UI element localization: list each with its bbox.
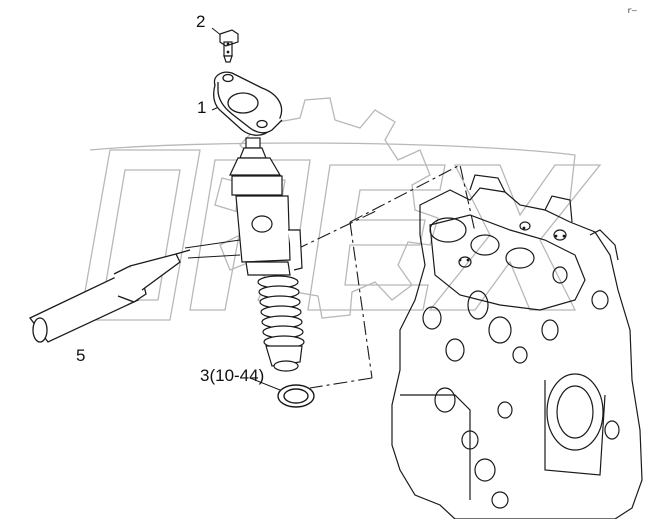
part-2-bolt: [219, 29, 239, 63]
opex-watermark-logo: [79, 97, 602, 321]
part-1-clamp: [213, 71, 283, 136]
part-3-seal-washer: [277, 384, 315, 408]
callout-1: 1: [197, 98, 207, 117]
watermark-letter-e: [307, 164, 446, 311]
watermark-letter-x: [428, 164, 602, 311]
callout-5: 5: [76, 346, 86, 365]
engine-block: [391, 174, 643, 519]
assembly-guide-lines: [294, 164, 476, 389]
injector-spring: [257, 275, 305, 349]
watermark-swoosh: [89, 142, 576, 201]
watermark-letter-o: [79, 149, 201, 321]
injector-nozzle: [229, 137, 305, 372]
callout-3: 3(10-44): [200, 366, 265, 385]
callout-2: 2: [196, 12, 206, 31]
reference-mark: r—: [627, 6, 637, 15]
part-5-tool: [29, 249, 191, 343]
